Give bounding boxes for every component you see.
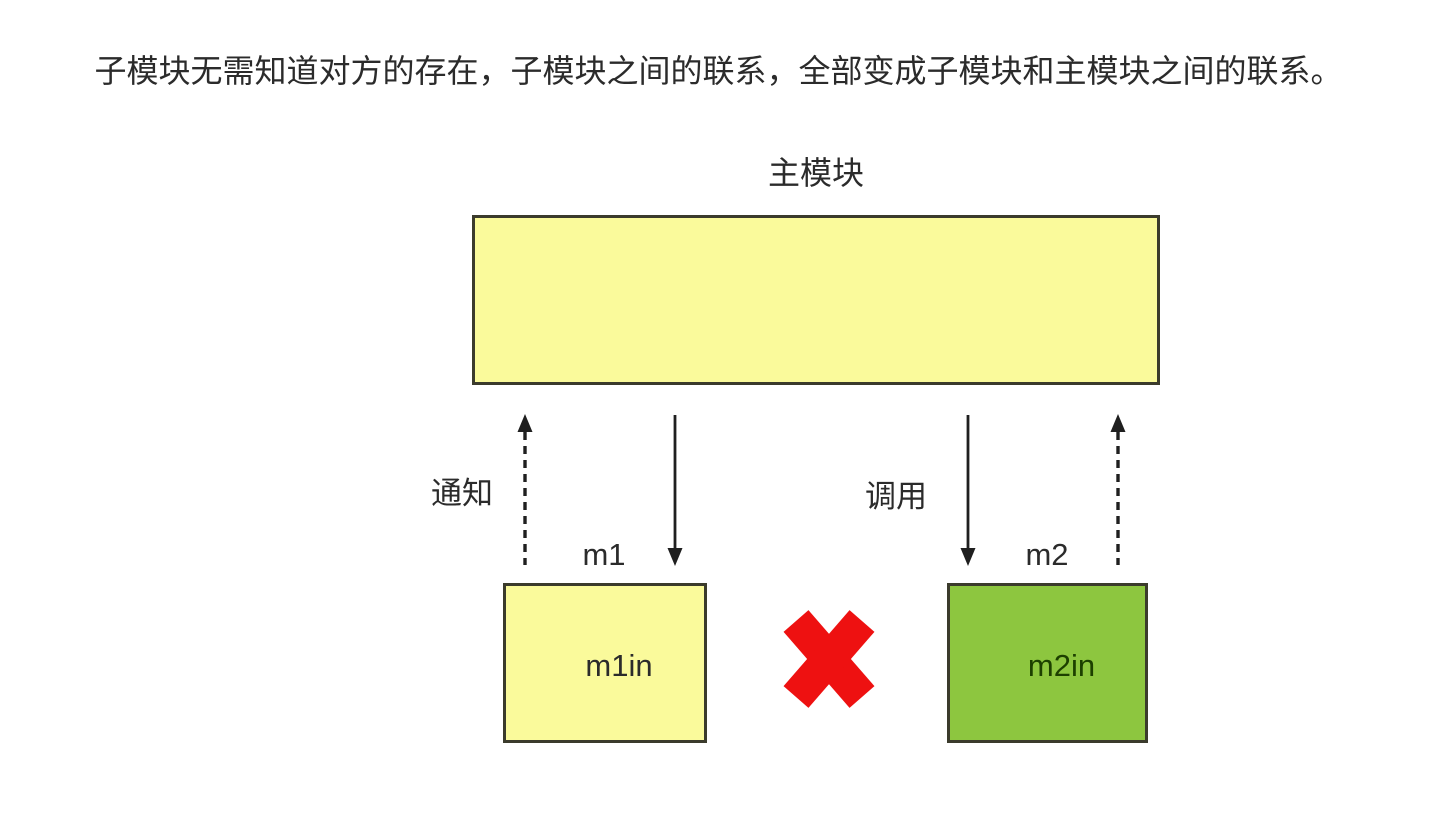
m1-label: m1 <box>582 537 626 572</box>
call-label: 调用 <box>865 479 927 514</box>
m1-call-arrow-down-solid-icon <box>667 415 683 566</box>
m1-inner-label: m1in <box>585 648 653 683</box>
arrowhead-up <box>1110 414 1126 432</box>
notify-label: 通知 <box>431 476 493 511</box>
m1-notify-arrow-up-dashed-icon <box>517 414 533 565</box>
m2-box: m2in <box>947 583 1148 743</box>
cross-bar <box>783 610 875 708</box>
m2-call-arrow-down-solid-icon <box>960 415 976 566</box>
arrowhead-down <box>667 548 683 566</box>
m2-inner-label: m2in <box>1027 648 1096 683</box>
m2-label: m2 <box>1025 537 1069 572</box>
arrowhead-down <box>960 548 976 566</box>
forbidden-cross-icon <box>783 610 875 708</box>
main-module-box <box>472 215 1160 385</box>
m2-notify-arrow-up-dashed-icon <box>1110 414 1126 565</box>
arrowhead-up <box>517 414 533 432</box>
m1-box: m1in <box>503 583 707 743</box>
caption-text: 子模块无需知道对方的存在，子模块之间的联系，全部变成子模块和主模块之间的联系。 <box>94 53 1343 89</box>
main-module-label: 主模块 <box>767 155 864 191</box>
